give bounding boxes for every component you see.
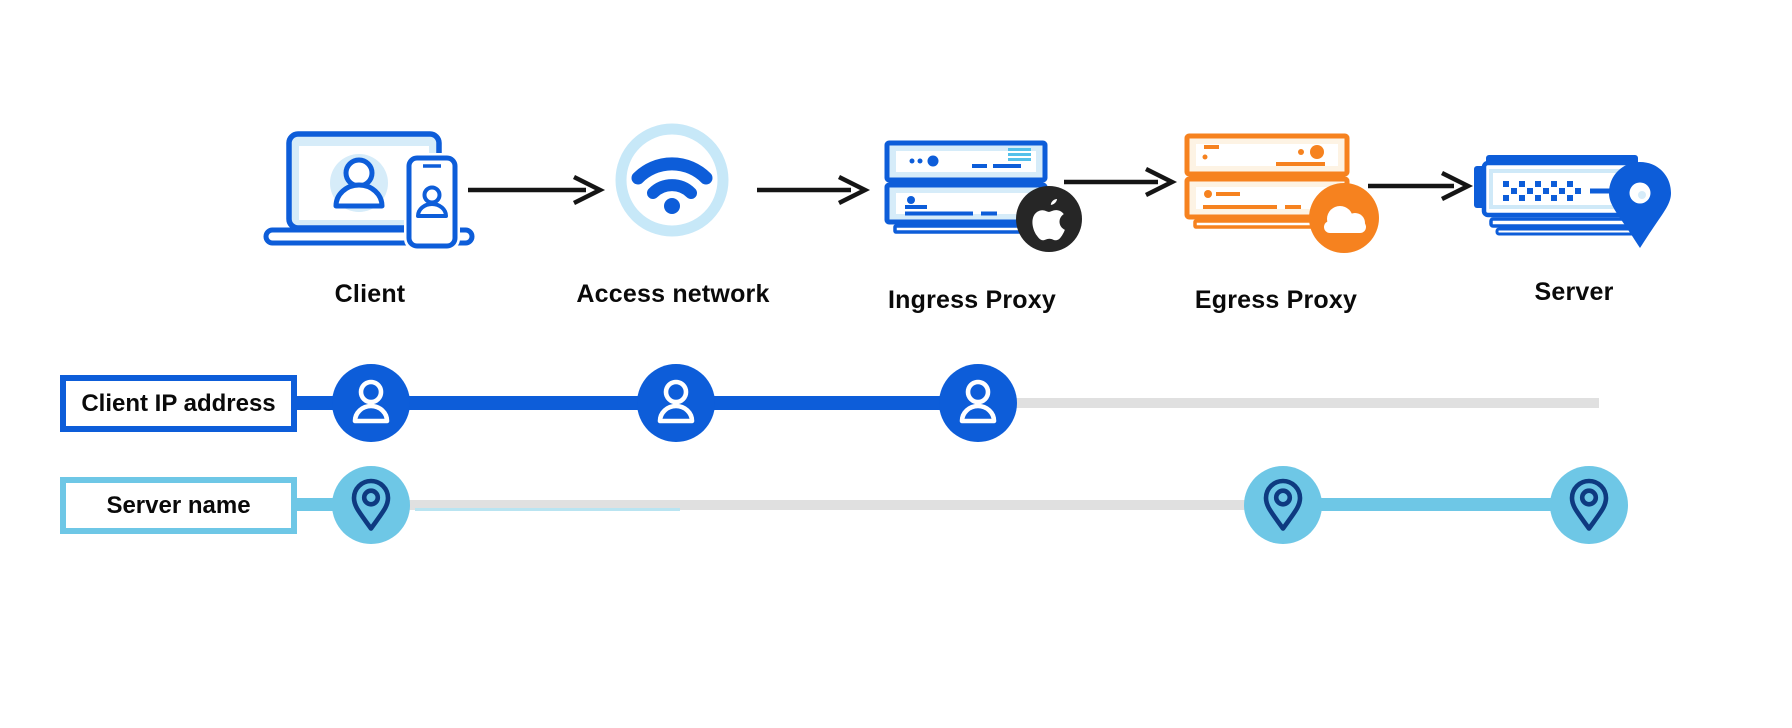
arrow-access-to-ingress: [757, 174, 871, 206]
arrow-ingress-to-egress: [1064, 166, 1178, 198]
node-label-ingress-proxy: Ingress Proxy: [888, 286, 1056, 314]
server-name-underline-accent: [415, 508, 680, 511]
cloudflare-logo-badge: [1309, 183, 1379, 253]
apple-logo-badge: [1016, 186, 1082, 252]
location-pin-icon: [1569, 478, 1609, 531]
node-label-client: Client: [334, 280, 406, 308]
node-label-access-network: Access network: [576, 280, 770, 308]
client-ip-known-segment: [290, 396, 978, 410]
pin-marker-client: [332, 466, 410, 544]
client-ip-address-box: Client IP address: [60, 375, 297, 432]
server-location-icon: [1474, 155, 1671, 248]
orange-server-stack-icon: [1184, 133, 1350, 229]
arrow-client-to-access: [468, 174, 606, 206]
person-marker-client: [332, 364, 410, 442]
person-icon: [352, 379, 390, 424]
wifi-icon: [615, 123, 729, 237]
client-ip-unknown-segment: [978, 398, 1599, 408]
node-label-egress-proxy: Egress Proxy: [1194, 286, 1358, 314]
server-name-unknown-segment: [371, 500, 1283, 510]
location-pin-icon: [1263, 478, 1303, 531]
person-marker-ingress-proxy: [939, 364, 1017, 442]
pin-marker-server: [1550, 466, 1628, 544]
person-icon: [657, 379, 695, 424]
location-pin-icon: [351, 478, 391, 531]
server-name-known-segment: [1283, 498, 1589, 511]
person-icon: [959, 379, 997, 424]
client-devices-icon: [263, 131, 475, 250]
node-label-server: Server: [1534, 278, 1614, 306]
client-ip-address-label: Client IP address: [81, 389, 276, 417]
server-name-box: Server name: [60, 477, 297, 534]
arrow-egress-to-server: [1368, 170, 1474, 202]
person-marker-access-network: [637, 364, 715, 442]
pin-marker-egress-proxy: [1244, 466, 1322, 544]
server-name-label: Server name: [106, 491, 251, 519]
